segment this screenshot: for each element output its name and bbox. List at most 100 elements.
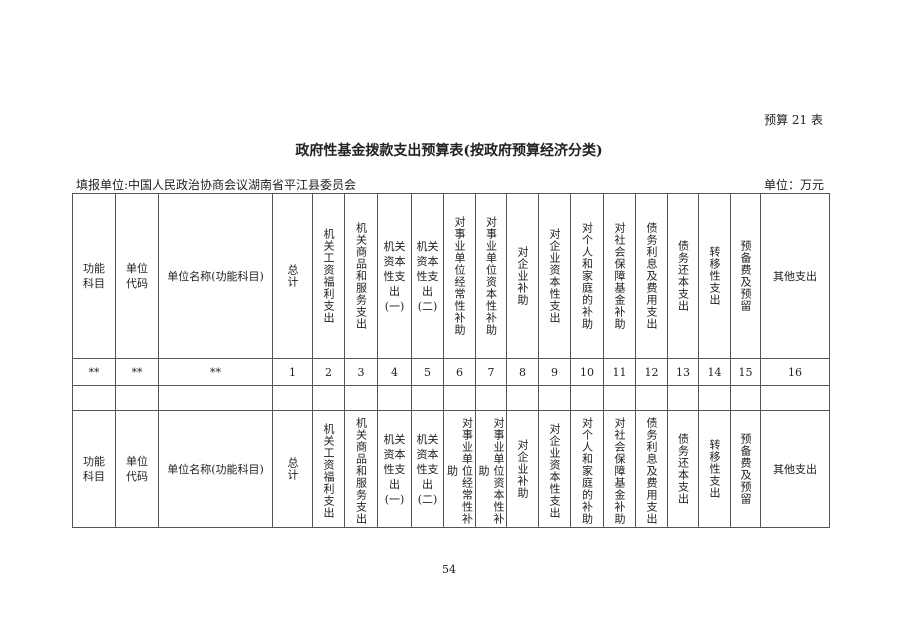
blank-cell [344,385,378,411]
column-number: 14 [698,358,731,386]
column-header-label: 机关商品和服务支出 [354,222,368,330]
column-number: 3 [344,358,378,386]
column-header: 其他支出 [760,193,830,359]
column-header-label: 机关资本性支出(一) [383,432,406,506]
blank-cell [506,385,539,411]
blank-cell [635,385,668,411]
column-header: 预备费及预留 [730,410,761,528]
column-header: 总计 [272,410,313,528]
blank-cell [72,385,116,411]
column-header-label: 债务利息及费用支出 [645,416,658,525]
column-header-label: 对企业资本性支出 [548,422,561,519]
column-header: 单位代码 [115,410,159,528]
column-number: 9 [538,358,571,386]
column-header-label: 债务还本支出 [676,433,690,505]
blank-row [72,385,830,411]
column-header: 对事业单位经常性补助 [443,410,476,528]
column-header: 对社会保障基金补助 [603,193,636,359]
blank-cell [760,385,830,411]
column-number: 13 [667,358,699,386]
column-header-label: 单位名称(功能科目) [167,462,264,476]
repeated-header-row: 功能科目单位代码 单位名称(功能科目) 总计机关工资福利支出 机关商品和服务支出 机关资… [72,410,830,528]
form-number: 预算 21 表 [764,113,823,127]
column-number: ** [72,358,116,386]
column-header: 对企业补助 [506,193,539,359]
column-header: 对企业补助 [506,410,539,528]
column-header: 债务还本支出 [667,410,699,528]
column-header-label: 对个人和家庭的补助 [580,222,594,330]
column-header-label: 单位名称(功能科目) [167,269,264,283]
column-header: 债务利息及费用支出 [635,410,668,528]
blank-cell [115,385,159,411]
column-header-label: 对事业单位资本性补助 [477,416,505,525]
column-header-label: 债务还本支出 [676,240,690,312]
column-header-label: 机关资本性支出(二) [416,432,439,506]
column-header: 对企业资本性支出 [538,410,571,528]
column-header: 对社会保障基金补助 [603,410,636,528]
column-header-label: 机关资本性支出(二) [416,239,439,313]
blank-cell [272,385,313,411]
blank-cell [377,385,412,411]
column-header: 功能科目 [72,193,116,359]
column-header: 债务还本支出 [667,193,699,359]
column-header-label: 其他支出 [773,462,817,476]
column-header-label: 功能科目 [83,455,105,483]
column-header-label: 总计 [286,264,299,288]
column-header-label: 单位代码 [126,262,148,290]
blank-cell [443,385,476,411]
column-number: 6 [443,358,476,386]
column-header-label: 机关资本性支出(一) [383,239,406,313]
blank-cell [411,385,444,411]
column-number: ** [115,358,159,386]
column-header-label: 转移性支出 [708,246,721,306]
column-header: 对事业单位资本性补助 [475,410,507,528]
column-number: 8 [506,358,539,386]
column-header: 机关资本性支出(一) [377,410,412,528]
column-header: 单位名称(功能科目) [158,410,273,528]
budget-table: 功能科目单位代码单位名称(功能科目)总计机关工资福利支出机关商品和服务支出机关资… [72,193,830,528]
header-row: 功能科目单位代码 单位名称(功能科目) 总计机关工资福利支出机关商品和服务支出 机关资… [72,193,830,359]
column-header-label: 机关工资福利支出 [322,422,335,519]
blank-cell [603,385,636,411]
column-header: 债务利息及费用支出 [635,193,668,359]
column-header: 单位代码 [115,193,159,359]
currency-unit: 单位：万元 [763,178,824,192]
blank-cell [475,385,507,411]
blank-cell [570,385,604,411]
column-header: 转移性支出 [698,193,731,359]
column-number: 5 [411,358,444,386]
column-number: 2 [312,358,345,386]
column-number: 11 [603,358,636,386]
blank-cell [698,385,731,411]
page-number: 54 [442,563,456,576]
column-header-label: 对企业资本性支出 [548,228,561,324]
blank-cell [730,385,761,411]
column-header: 机关工资福利支出 [312,193,345,359]
column-header-label: 预备费及预留 [739,240,752,312]
column-header-label: 机关商品和服务支出 [354,416,368,525]
blank-cell [538,385,571,411]
column-header: 机关工资福利支出 [312,410,345,528]
column-number: 1 [272,358,313,386]
column-header: 机关资本性支出(一) [377,193,412,359]
column-header: 机关资本性支出(二) [411,193,444,359]
blank-cell [312,385,345,411]
column-header: 对事业单位资本性补助 [475,193,507,359]
column-header-label: 单位代码 [126,455,148,483]
column-header-label: 对企业补助 [516,439,529,499]
column-header: 机关资本性支出(二) [411,410,444,528]
column-number: ** [158,358,273,386]
column-header: 机关商品和服务支出 [344,410,378,528]
blank-cell [667,385,699,411]
column-header-label: 对个人和家庭的补助 [580,416,594,525]
column-header-label: 对社会保障基金补助 [613,416,626,525]
page-title: 政府性基金拨款支出预算表(按政府预算经济分类) [295,143,603,159]
blank-cell [158,385,273,411]
column-header: 总计 [272,193,313,359]
column-header: 其他支出 [760,410,830,528]
column-header: 对个人和家庭的补助 [570,410,604,528]
column-header: 对个人和家庭的补助 [570,193,604,359]
column-header-label: 对事业单位经常性补助 [453,216,466,336]
column-header-label: 债务利息及费用支出 [645,222,658,330]
